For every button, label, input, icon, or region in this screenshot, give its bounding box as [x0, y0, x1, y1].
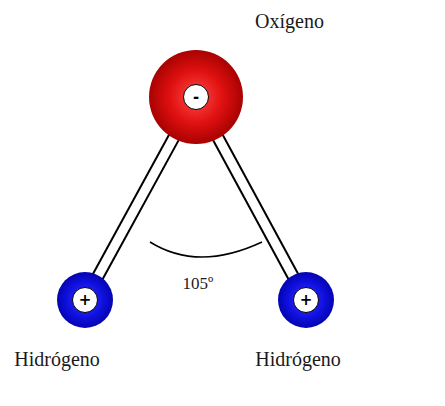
atom-name: Oxígeno: [255, 10, 324, 33]
charge-sign: +: [293, 287, 319, 313]
atom-name: Hidrógeno: [255, 348, 341, 371]
angle-arc: [150, 242, 262, 257]
angle-label: 105º: [181, 274, 216, 294]
charge-sign: -: [183, 84, 209, 110]
oxygen-atom: Oxígeno-: [149, 50, 243, 144]
bond-line: [97, 136, 174, 277]
bond-line: [217, 137, 293, 278]
hydrogen-atom: Hidrógeno+: [278, 272, 334, 328]
atom-name: Hidrógeno: [14, 348, 100, 371]
hydrogen-atom: Hidrógeno+: [57, 272, 113, 328]
charge-sign: +: [72, 287, 98, 313]
